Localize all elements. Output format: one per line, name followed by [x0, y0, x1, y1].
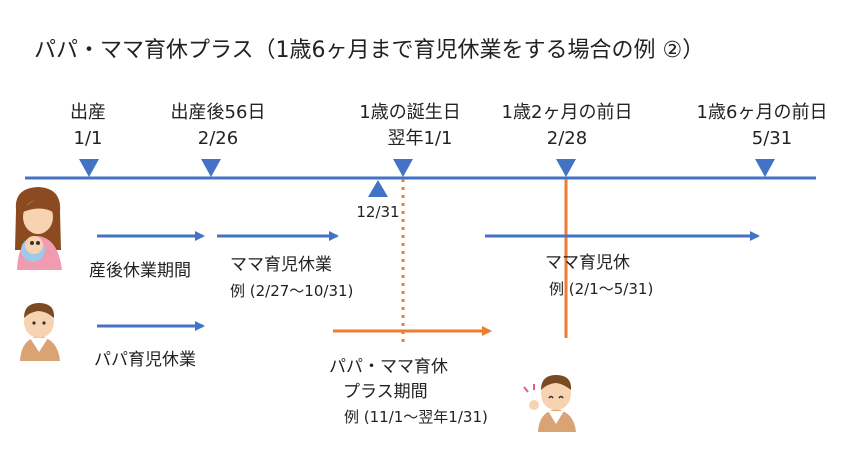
marker-1y6m-date: 5/31	[752, 128, 792, 149]
mama-leave-1-example: 例 (2/27〜10/31)	[230, 282, 353, 300]
papa-mama-plus-label-1: パパ・ママ育休	[329, 357, 448, 377]
marker-triangle-birth	[79, 159, 99, 177]
papa-leave-label: パパ育児休業	[94, 350, 196, 370]
marker-1st-birthday-label: 1歳の誕生日	[359, 102, 460, 123]
marker-1y6m: 1歳6ヶ月の前日 5/31	[697, 102, 828, 149]
marker-birth-date: 1/1	[74, 128, 103, 149]
marker-56days-date: 2/26	[198, 128, 238, 149]
marker-56days: 出産後56日 2/26	[171, 102, 266, 149]
mama-leave-1-label: ママ育児休業	[230, 255, 332, 275]
marker-1y2m-date: 2/28	[547, 128, 587, 149]
marker-birth: 出産 1/1	[70, 102, 106, 149]
marker-triangle-1y6m	[755, 159, 775, 177]
mama-leave-2-label: ママ育児休	[545, 253, 630, 273]
papa-mama-plus-example: 例 (11/1〜翌年1/31)	[344, 408, 488, 426]
marker-triangle-dec31	[368, 180, 388, 197]
mother-baby-icon	[15, 187, 62, 270]
marker-dec31-label: 12/31	[356, 203, 399, 221]
marker-1y2m: 1歳2ヶ月の前日 2/28	[502, 102, 633, 149]
marker-triangle-1st-birthday	[393, 159, 413, 177]
marker-1st-birthday: 1歳の誕生日 翌年1/1	[359, 102, 460, 149]
marker-birth-label: 出産	[70, 102, 106, 123]
papa-mama-plus-label-2: プラス期間	[343, 382, 428, 402]
marker-1y2m-label: 1歳2ヶ月の前日	[502, 102, 633, 123]
father-icon	[20, 303, 60, 361]
marker-triangle-1y2m	[556, 159, 576, 177]
marker-triangle-56days	[201, 159, 221, 177]
father-waving-icon	[523, 375, 576, 432]
marker-1y6m-label: 1歳6ヶ月の前日	[697, 102, 828, 123]
diagram-title: パパ・ママ育休プラス（1歳6ヶ月まで育児休業をする場合の例 ②）	[34, 38, 704, 63]
mama-leave-2-example: 例 (2/1〜5/31)	[549, 280, 653, 298]
maternity-leave-label: 産後休業期間	[89, 261, 191, 281]
marker-1st-birthday-date: 翌年1/1	[388, 128, 453, 149]
marker-56days-label: 出産後56日	[171, 102, 266, 123]
